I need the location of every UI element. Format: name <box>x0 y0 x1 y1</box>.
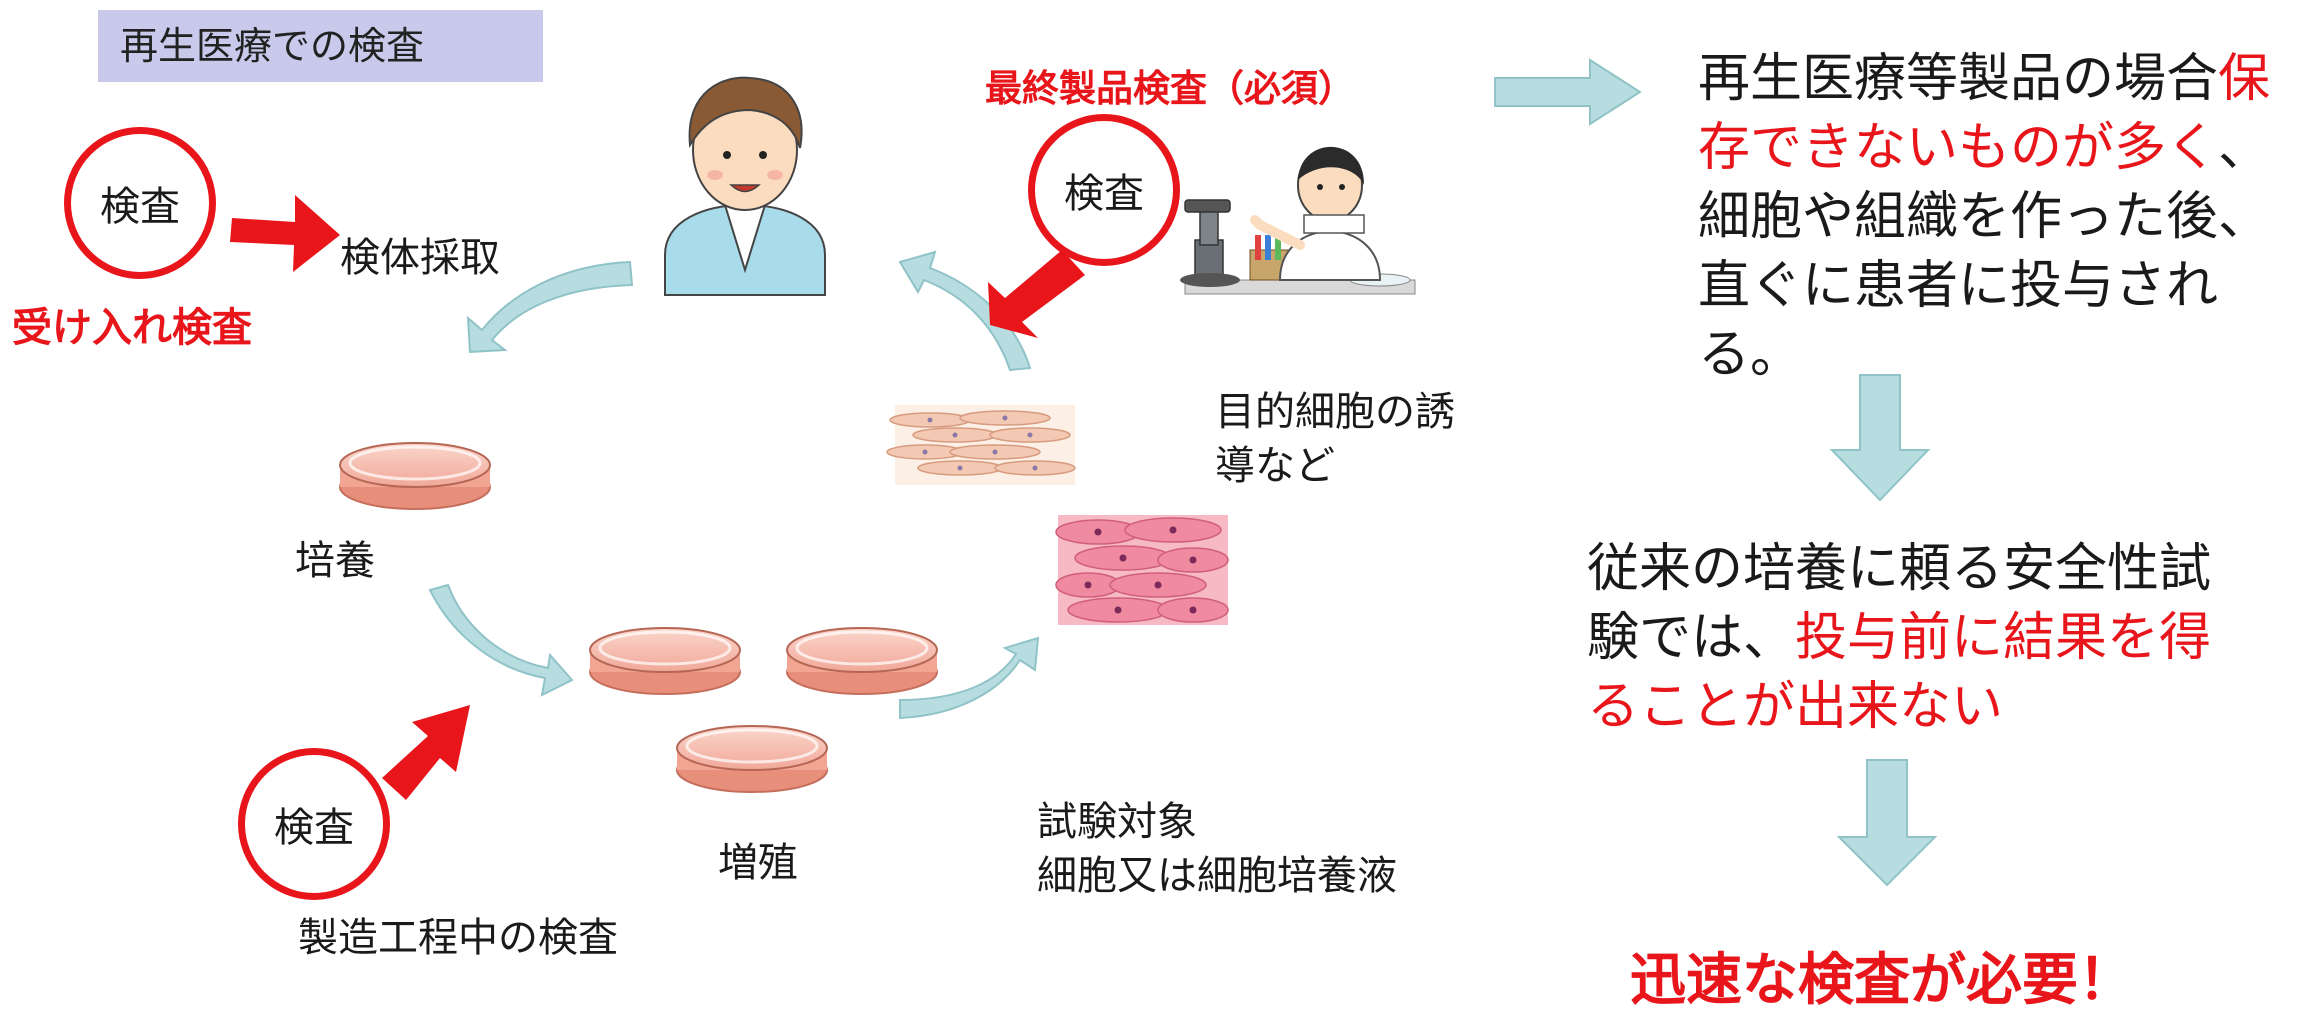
step-sample-collection: 検体採取 <box>340 235 500 281</box>
lab-researcher-illustration <box>1180 146 1416 295</box>
cycle-arrow-bottom-right <box>899 636 1040 720</box>
block1-line1-red: 保 <box>2218 49 2271 109</box>
block1-line2-red: 存できないものが多く <box>1698 118 2219 178</box>
red-arrow-in-process <box>382 705 470 800</box>
cycle-arrow-bottom-left <box>428 583 574 697</box>
right-block-1: 再生医療等製品の場合保 存できないものが多く、 細胞や組織を作った後、 直ぐに患… <box>1698 45 2313 390</box>
test-target-line2: 細胞又は細胞培養液 <box>1037 853 1397 899</box>
cycle-arrow-top-left <box>466 260 634 354</box>
step-induction: 目的細胞の誘 導など <box>1215 385 1455 493</box>
cell-tissue-illustration-1 <box>886 405 1076 485</box>
block2-line2-black: 験では、 <box>1587 608 1796 668</box>
block2-line3-red: ることが出来ない <box>1587 677 2004 737</box>
block1-line4: 直ぐに患者に投与される。 <box>1698 256 2219 385</box>
petri-dish-proliferation-3 <box>675 724 829 794</box>
down-arrow-2 <box>1836 759 1938 887</box>
block2-line2-red: 投与前に結果を得 <box>1795 608 2212 668</box>
block1-line2-black: 、 <box>2218 118 2271 178</box>
step-induction-line2: 導など <box>1215 443 1335 489</box>
test-target: 試験対象 細胞又は細胞培養液 <box>1037 795 1397 903</box>
caption-in-process-inspection: 製造工程中の検査 <box>298 915 618 961</box>
test-target-line1: 試験対象 <box>1037 799 1197 845</box>
petri-dish-proliferation-1 <box>588 626 742 696</box>
petri-dish-culture <box>338 441 492 511</box>
block2-line1: 従来の培養に頼る安全性試 <box>1587 539 2212 599</box>
step-culture: 培養 <box>295 538 375 584</box>
patient-illustration <box>664 76 826 296</box>
page-title: 再生医療での検査 <box>98 10 543 82</box>
conclusion-text: 迅速な検査が必要！ <box>1630 948 2134 1013</box>
right-block-2: 従来の培養に頼る安全性試 験では、投与前に結果を得 ることが出来ない <box>1587 535 2211 742</box>
petri-dish-proliferation-2 <box>785 626 939 696</box>
inspection-circle-acceptance: 検査 <box>64 127 216 279</box>
caption-final-inspection: 最終製品検査（必須） <box>985 67 1355 110</box>
block1-line3: 細胞や組織を作った後、 <box>1698 187 2271 247</box>
step-proliferation: 増殖 <box>718 840 798 886</box>
step-induction-line1: 目的細胞の誘 <box>1215 389 1455 435</box>
down-arrow-1 <box>1829 374 1931 502</box>
red-arrow-acceptance <box>230 195 340 272</box>
block1-line1-black: 再生医療等製品の場合 <box>1698 49 2219 109</box>
red-arrow-final <box>988 250 1085 338</box>
right-arrow <box>1494 58 1642 126</box>
inspection-circle-in-process: 検査 <box>238 748 390 900</box>
inspection-circle-final: 検査 <box>1028 114 1180 266</box>
caption-acceptance-inspection: 受け入れ検査 <box>12 305 252 351</box>
cell-tissue-illustration-2 <box>1055 515 1229 625</box>
